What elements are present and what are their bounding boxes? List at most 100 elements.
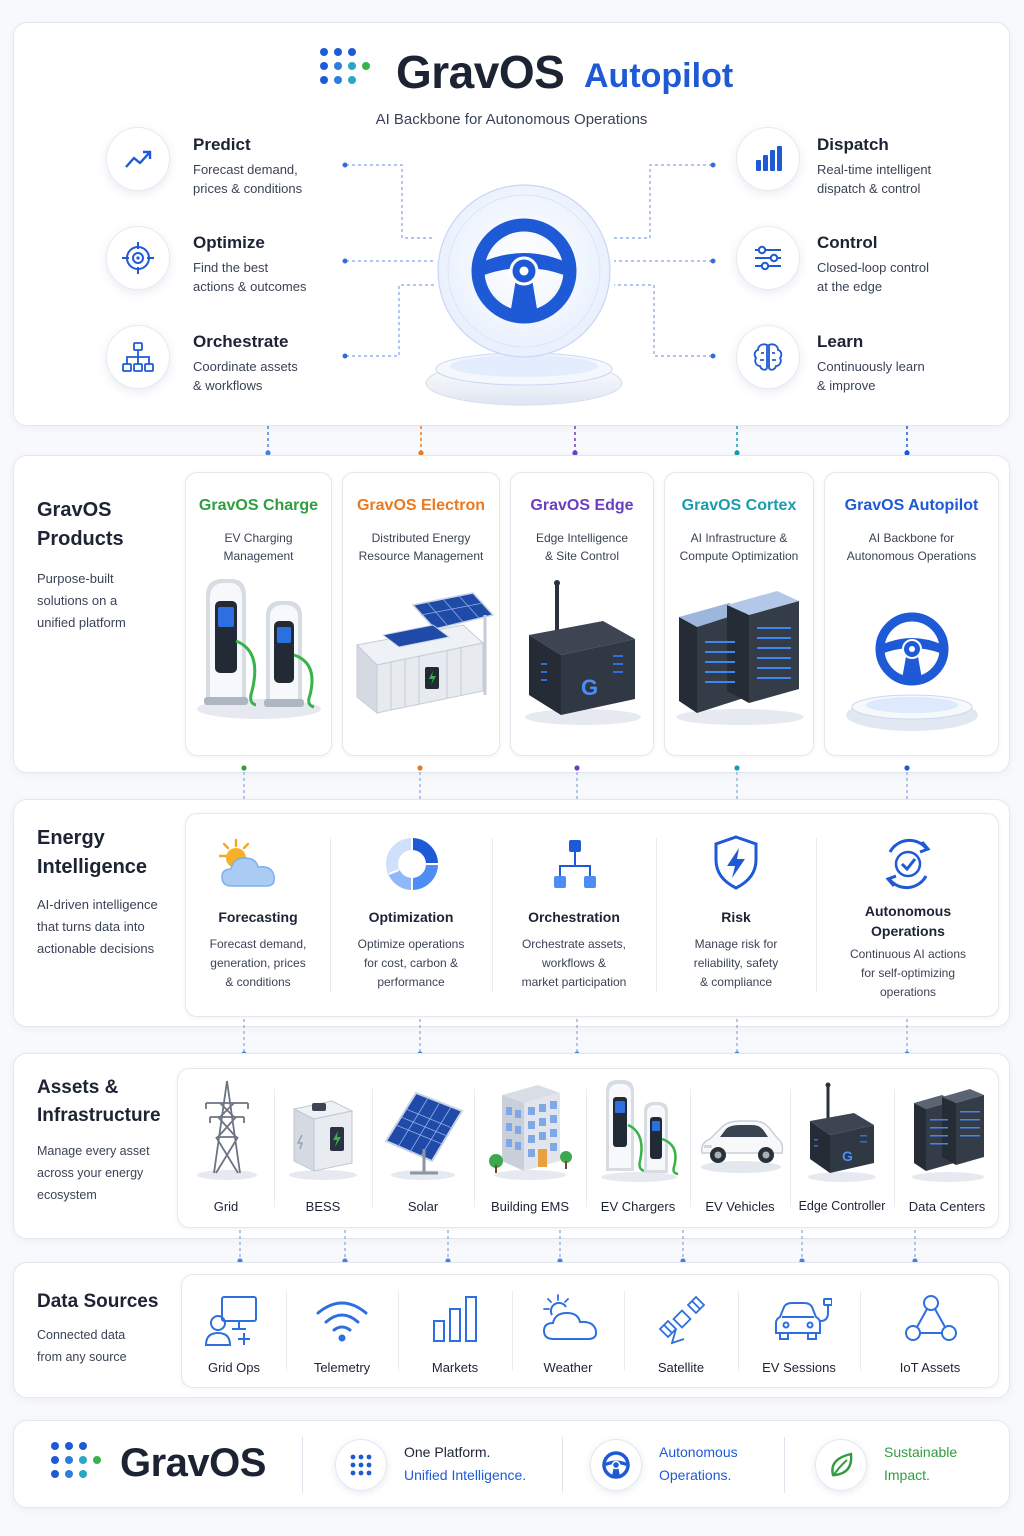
sources-card: Grid Ops Telemetry Markets Weather bbox=[181, 1274, 999, 1388]
asset-data-centers[interactable]: Data Centers bbox=[894, 1069, 1000, 1227]
feature-title: Optimize bbox=[193, 233, 265, 252]
asset-ev-chargers[interactable]: EV Chargers bbox=[586, 1069, 690, 1227]
source-grid-ops[interactable]: Grid Ops bbox=[182, 1275, 286, 1387]
learn-icon-circle bbox=[736, 325, 800, 389]
feature-desc: Coordinate assets& workflows bbox=[193, 359, 298, 393]
asset-edge-controller[interactable]: G Edge Controller bbox=[790, 1069, 894, 1227]
source-weather[interactable]: Weather bbox=[512, 1275, 624, 1387]
footer-platform-text: One Platform.Unified Intelligence. bbox=[404, 1444, 527, 1483]
divider bbox=[816, 838, 817, 992]
orchestrate-icon-circle bbox=[106, 325, 170, 389]
asset-grid[interactable]: Grid bbox=[178, 1069, 274, 1227]
divider bbox=[894, 1089, 895, 1207]
feature-desc: Continuously learn& improve bbox=[817, 359, 925, 393]
feature-title: Control bbox=[817, 233, 878, 252]
sources-title: Data Sources bbox=[37, 1291, 159, 1312]
footer-brand: GravOS bbox=[120, 1441, 266, 1485]
building-icon bbox=[489, 1085, 572, 1180]
divider bbox=[302, 1437, 303, 1493]
source-iot-assets[interactable]: IoT Assets bbox=[860, 1275, 1000, 1387]
divider bbox=[562, 1437, 563, 1493]
intel-forecasting[interactable]: Forecasting Forecast demand,generation, … bbox=[186, 814, 330, 1016]
control-icon-circle bbox=[736, 226, 800, 290]
car-icon bbox=[700, 1120, 784, 1173]
predict-icon-circle bbox=[106, 127, 170, 191]
divider bbox=[656, 838, 657, 992]
source-label: Satellite bbox=[657, 1360, 705, 1375]
divider bbox=[330, 838, 331, 992]
steering-wheel-icon bbox=[846, 612, 978, 731]
source-markets[interactable]: Markets bbox=[398, 1275, 512, 1387]
divider bbox=[274, 1089, 275, 1207]
flow-icon bbox=[554, 840, 596, 888]
ev-charger-icon bbox=[197, 579, 321, 719]
bars-icon bbox=[433, 1296, 477, 1342]
hero-connectors bbox=[342, 162, 716, 359]
leaf-icon bbox=[831, 1452, 853, 1477]
product-name: GravOS Autopilot bbox=[844, 497, 979, 514]
divider bbox=[372, 1089, 373, 1207]
divider bbox=[398, 1291, 399, 1371]
source-ev-sessions[interactable]: EV Sessions bbox=[738, 1275, 860, 1387]
hero-product: Autopilot bbox=[584, 57, 734, 95]
asset-building[interactable]: Building EMS bbox=[474, 1069, 586, 1227]
brain-icon bbox=[753, 343, 783, 371]
source-label: Telemetry bbox=[313, 1360, 371, 1375]
intel-orchestration[interactable]: Orchestration Orchestrate assets,workflo… bbox=[492, 814, 656, 1016]
hero-panel: GravOS Autopilot AI Backbone for Autonom… bbox=[13, 22, 1010, 426]
intel-title: Risk bbox=[721, 909, 751, 925]
hero-subtitle: AI Backbone for Autonomous Operations bbox=[375, 111, 648, 128]
divider bbox=[624, 1291, 625, 1371]
intel-desc: Orchestrate assets,workflows &market par… bbox=[521, 937, 627, 989]
cycle-check-icon bbox=[885, 838, 931, 890]
asset-label: Building EMS bbox=[490, 1199, 570, 1214]
asset-bess[interactable]: BESS bbox=[274, 1069, 372, 1227]
asset-ev-vehicles[interactable]: EV Vehicles bbox=[690, 1069, 790, 1227]
hero-steering-wheel-icon bbox=[425, 184, 623, 406]
steering-wheel-icon bbox=[602, 1451, 630, 1479]
bar-chart-icon bbox=[756, 146, 782, 171]
assets-card: Grid BESS Solar bbox=[177, 1068, 999, 1228]
asset-solar[interactable]: Solar bbox=[372, 1069, 474, 1227]
target-icon bbox=[122, 242, 154, 274]
brand-logo-icon bbox=[320, 48, 370, 84]
source-satellite[interactable]: Satellite bbox=[624, 1275, 738, 1387]
product-card-cortex[interactable]: GravOS Cortex AI Infrastructure &Compute… bbox=[664, 472, 814, 756]
transmission-tower-icon bbox=[197, 1080, 257, 1180]
divider bbox=[474, 1089, 475, 1207]
product-name: GravOS Charge bbox=[198, 497, 319, 514]
connector-lines-2 bbox=[241, 765, 910, 814]
asset-label: Data Centers bbox=[908, 1199, 986, 1214]
svg-text:G: G bbox=[842, 1148, 853, 1164]
source-label: Weather bbox=[543, 1360, 593, 1375]
source-label: IoT Assets bbox=[899, 1360, 961, 1375]
network-icon bbox=[905, 1295, 957, 1341]
source-telemetry[interactable]: Telemetry bbox=[286, 1275, 398, 1387]
intel-title: Forecasting bbox=[218, 909, 298, 925]
feature-title: Predict bbox=[193, 135, 251, 154]
divider bbox=[860, 1291, 861, 1371]
product-desc: Edge Intelligence& Site Control bbox=[535, 531, 629, 563]
wifi-icon bbox=[316, 1301, 368, 1342]
connector-lines-top bbox=[265, 426, 910, 456]
asset-label: Solar bbox=[407, 1199, 439, 1214]
asset-label: EV Chargers bbox=[600, 1199, 676, 1214]
product-card-edge[interactable]: GravOS Edge Edge Intelligence& Site Cont… bbox=[510, 472, 654, 756]
feature-title: Orchestrate bbox=[193, 332, 289, 351]
footer-platform-circle bbox=[335, 1439, 387, 1491]
